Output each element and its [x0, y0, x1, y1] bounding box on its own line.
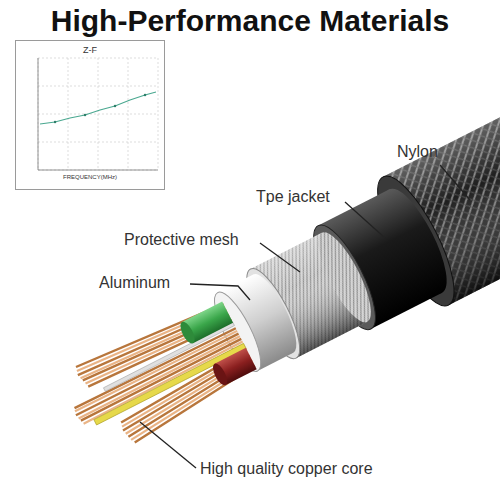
impedance-curve — [40, 92, 156, 124]
part-label: High quality copper core — [200, 460, 373, 478]
chart-axes — [38, 58, 158, 170]
chart-frame: Z-F FREQUENCY(MHz) — [15, 40, 165, 190]
chart-grid — [38, 58, 158, 170]
drain-wire — [103, 322, 234, 391]
mesh-cap — [308, 226, 380, 329]
leader-line — [440, 165, 470, 200]
leader-line — [140, 422, 196, 468]
green-insulation-face — [178, 320, 198, 346]
yellow-wire — [94, 343, 246, 425]
part-label: Tpe jacket — [256, 188, 330, 206]
cable-cross-section — [43, 77, 500, 479]
leader-line — [260, 243, 300, 272]
copper-strands-highlight — [59, 298, 259, 457]
impedance-chart — [15, 40, 165, 190]
title-text: High-Performance Materials — [0, 4, 500, 38]
leader-line — [190, 284, 250, 300]
curve-markers — [55, 95, 145, 122]
part-label: Protective mesh — [124, 231, 239, 249]
tpe-jacket-cap — [373, 181, 458, 301]
part-label: Nylon — [397, 143, 438, 161]
axis-title: FREQUENCY(MHz) — [16, 174, 164, 180]
part-label: Aluminum — [99, 274, 170, 292]
leader-line — [345, 202, 385, 238]
chart-background — [15, 40, 165, 190]
chart-title: Z-F — [16, 45, 164, 55]
copper-strands — [56, 294, 261, 460]
leader-lines — [140, 165, 470, 468]
red-insulation-face — [210, 361, 230, 387]
